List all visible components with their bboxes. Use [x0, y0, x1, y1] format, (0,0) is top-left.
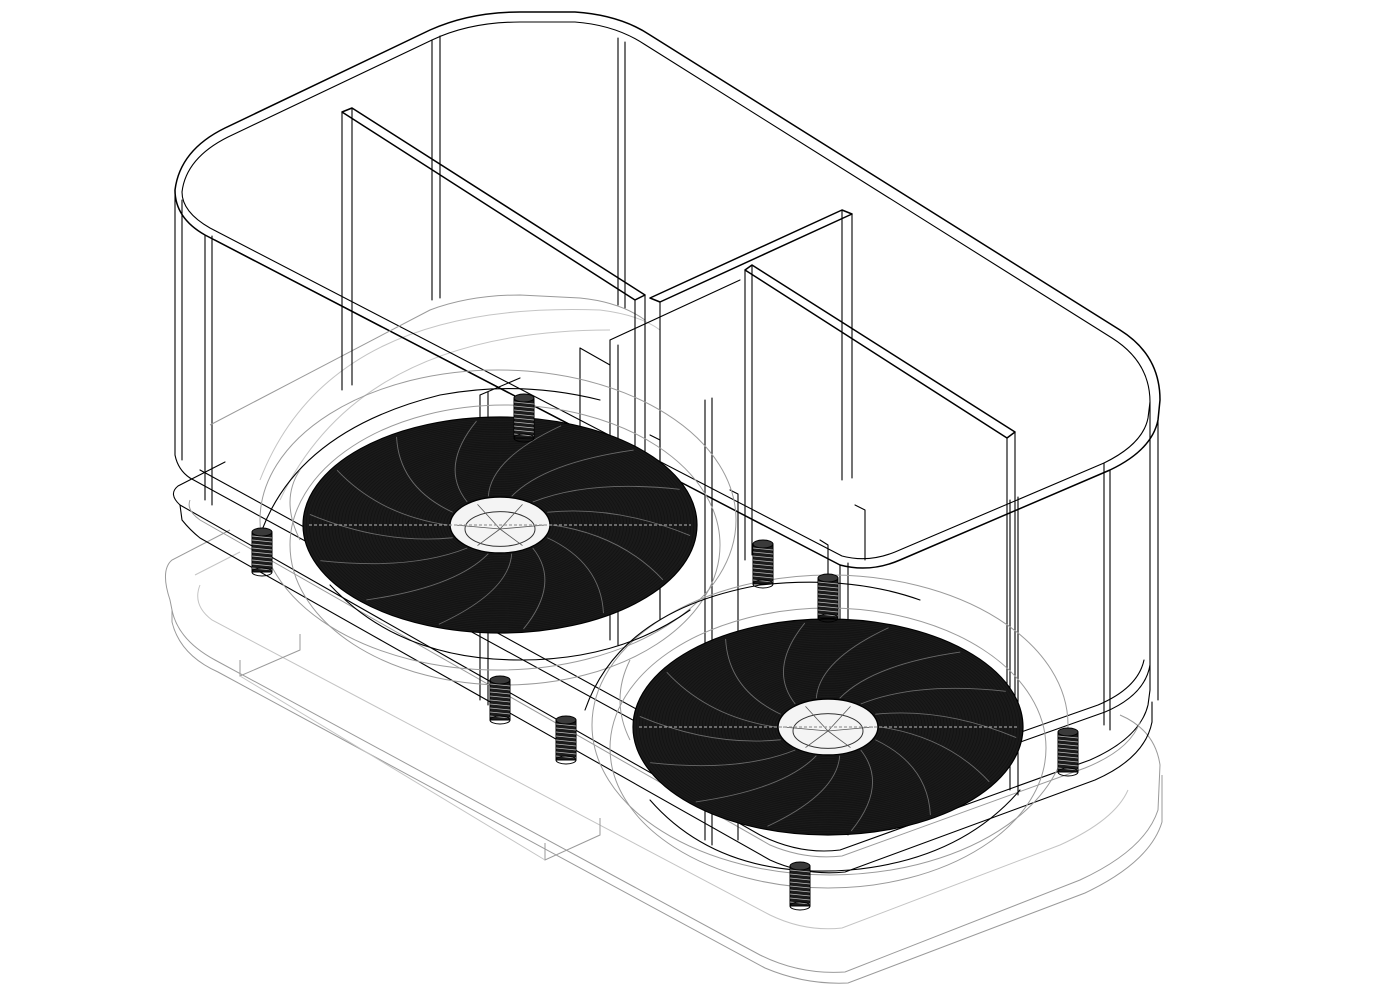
- standoff-1: [513, 393, 535, 443]
- fan-blade: [725, 638, 781, 715]
- fan-blade: [547, 537, 604, 614]
- fan-blade: [320, 547, 468, 565]
- standoff-4: [817, 573, 839, 623]
- fan-blade: [366, 553, 489, 601]
- fan-hub: [777, 698, 879, 756]
- standoff-6: [555, 715, 577, 765]
- fan-blade: [336, 469, 448, 526]
- standoff-5: [489, 675, 511, 725]
- fan-hub-inner: [792, 713, 864, 749]
- fan-blade: [639, 716, 781, 742]
- fan-blade: [454, 420, 477, 503]
- base-plate: [165, 529, 1163, 984]
- fan-blade: [880, 726, 990, 783]
- fan-blade: [547, 510, 691, 536]
- fan-blade: [666, 671, 776, 728]
- fan-blade: [532, 485, 680, 503]
- fan-blade: [875, 712, 1017, 738]
- fan-blade: [650, 749, 796, 767]
- fan-blade: [875, 739, 931, 816]
- standoff-2: [251, 527, 273, 577]
- fan-hub-inner: [464, 511, 536, 547]
- fan-left: [302, 416, 698, 634]
- fan-blade: [860, 687, 1006, 705]
- fan-blade: [815, 627, 889, 699]
- fan-blade: [309, 514, 453, 540]
- fan-blade: [438, 553, 513, 625]
- fan-blade: [511, 449, 634, 497]
- standoff-8: [789, 861, 811, 911]
- fan-blade: [396, 436, 453, 513]
- standoffs: [251, 393, 1079, 911]
- fan-blade: [839, 651, 961, 699]
- standoff-3: [752, 539, 774, 589]
- fan-blade: [783, 622, 806, 705]
- fan-blade: [767, 755, 841, 827]
- tray-floor: [172, 308, 1153, 874]
- fan-blade: [850, 749, 873, 832]
- standoff-7: [1057, 727, 1079, 777]
- fan-blade: [487, 425, 562, 497]
- fan-blade: [552, 524, 664, 581]
- fan-blade: [523, 547, 546, 630]
- fan-blade: [695, 755, 817, 803]
- fan-right: [632, 618, 1024, 836]
- divider-left: [341, 107, 646, 566]
